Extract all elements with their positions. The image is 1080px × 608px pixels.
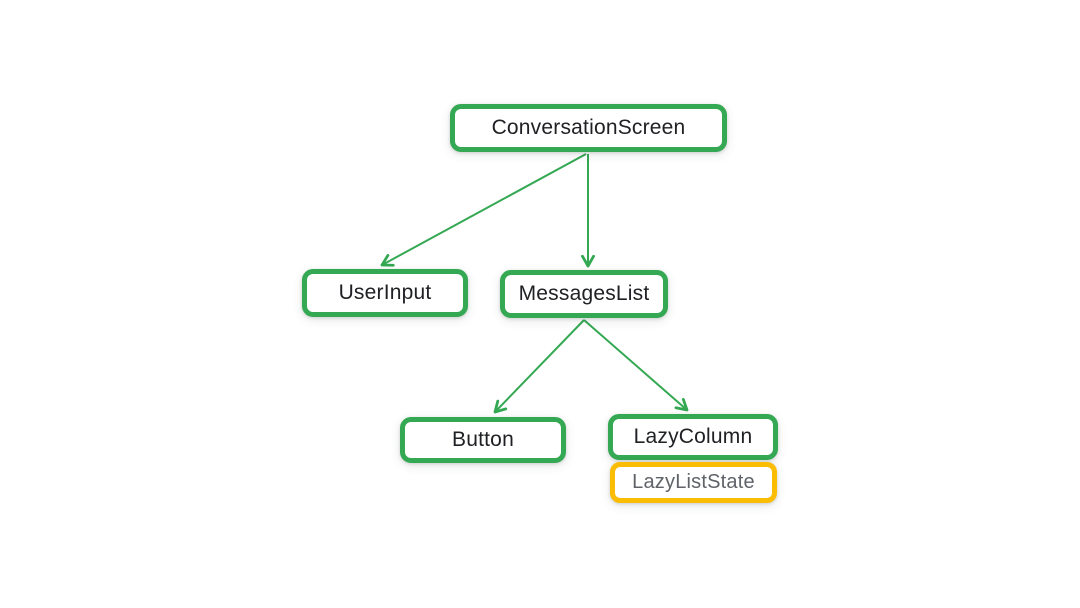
- node-lazy-column-label: LazyColumn: [633, 425, 753, 448]
- edge-conversationscreen-userinput: [380, 153, 587, 267]
- node-conversation-screen: ConversationScreen: [450, 104, 727, 152]
- node-lazy-column: LazyColumn: [608, 414, 778, 460]
- node-conversation-screen-label: ConversationScreen: [491, 116, 686, 139]
- node-button: Button: [400, 417, 566, 463]
- edge-messageslist-button: [493, 319, 585, 414]
- node-messages-list-label: MessagesList: [518, 282, 650, 305]
- node-messages-list: MessagesList: [500, 270, 668, 318]
- edge-messageslist-lazycolumn: [583, 319, 689, 412]
- node-user-input-label: UserInput: [338, 281, 432, 304]
- node-button-label: Button: [452, 428, 514, 451]
- node-lazy-list-state: LazyListState: [610, 462, 777, 503]
- node-lazy-list-state-label: LazyListState: [632, 471, 755, 493]
- node-user-input: UserInput: [302, 269, 468, 317]
